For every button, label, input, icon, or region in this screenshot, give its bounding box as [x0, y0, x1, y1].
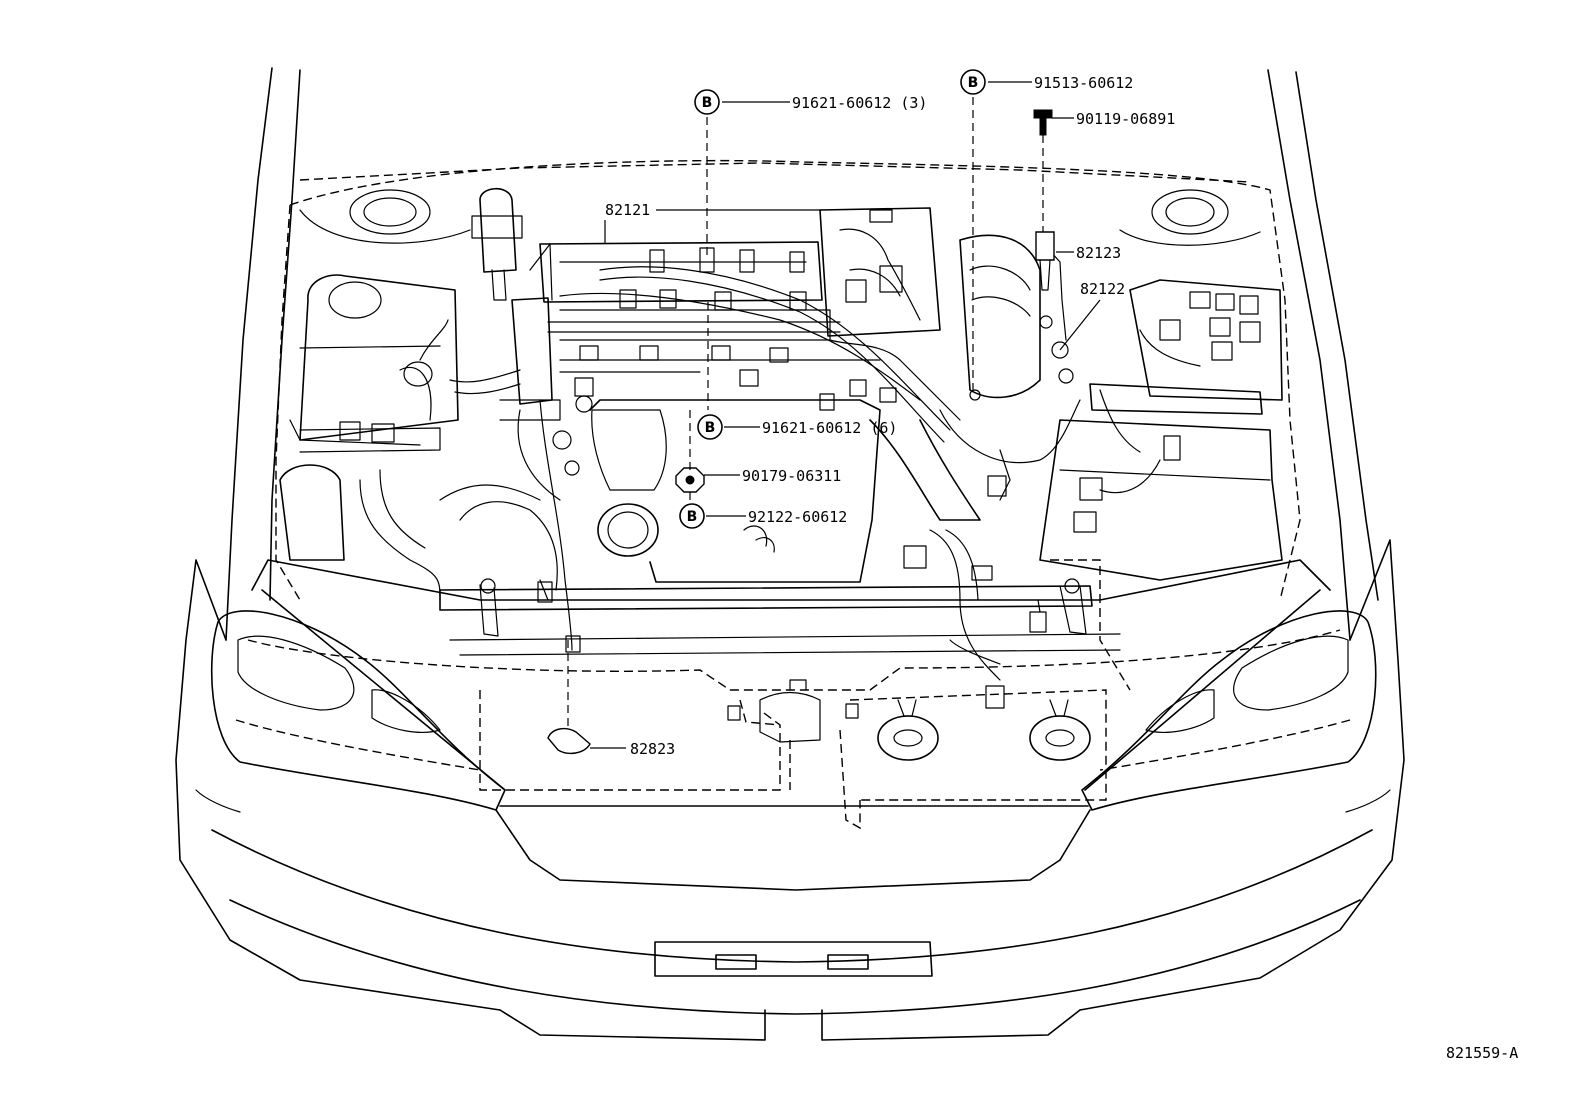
fastener-glyphs	[547, 109, 1055, 755]
badge-b-91513: B	[960, 69, 986, 95]
badge-b-91621-top: B	[694, 89, 720, 115]
connector-icon	[1035, 231, 1055, 291]
badge-b-92122: B	[679, 503, 705, 529]
label-91621-60612-3: 91621-60612 (3)	[792, 94, 927, 112]
label-82122: 82122	[1080, 280, 1125, 298]
right-bay-components	[439, 189, 1283, 761]
label-92122-60612: 92122-60612	[748, 508, 847, 526]
label-82823: 82823	[630, 740, 675, 758]
svg-text:B: B	[968, 75, 979, 91]
label-91621-60612-6: 91621-60612 (6)	[762, 419, 897, 437]
svg-text:B: B	[687, 509, 698, 525]
engine-bay-dashed-outline	[235, 159, 1351, 830]
svg-text:B: B	[702, 95, 713, 111]
label-90179-06311: 90179-06311	[742, 467, 841, 485]
clip-icon	[743, 525, 775, 553]
badge-b-91621-mid: B	[697, 414, 723, 440]
label-91513-60612: 91513-60612	[1034, 74, 1133, 92]
grommet-icon	[547, 727, 591, 755]
label-82121: 82121	[605, 201, 650, 219]
leader-lines	[567, 81, 1101, 749]
car-body-outline	[175, 67, 1405, 1041]
nut-icon	[675, 467, 705, 493]
label-90119-06891: 90119-06891	[1076, 110, 1175, 128]
svg-text:B: B	[705, 420, 716, 436]
left-bay-components	[279, 187, 881, 601]
bolt-icon	[1033, 109, 1053, 136]
label-82123: 82123	[1076, 244, 1121, 262]
diagram-code: 821559-A	[1446, 1044, 1518, 1062]
engine-center	[499, 207, 1074, 521]
part-labels: 91513-60612 90119-06891 91621-60612 (3) …	[605, 74, 1518, 1062]
